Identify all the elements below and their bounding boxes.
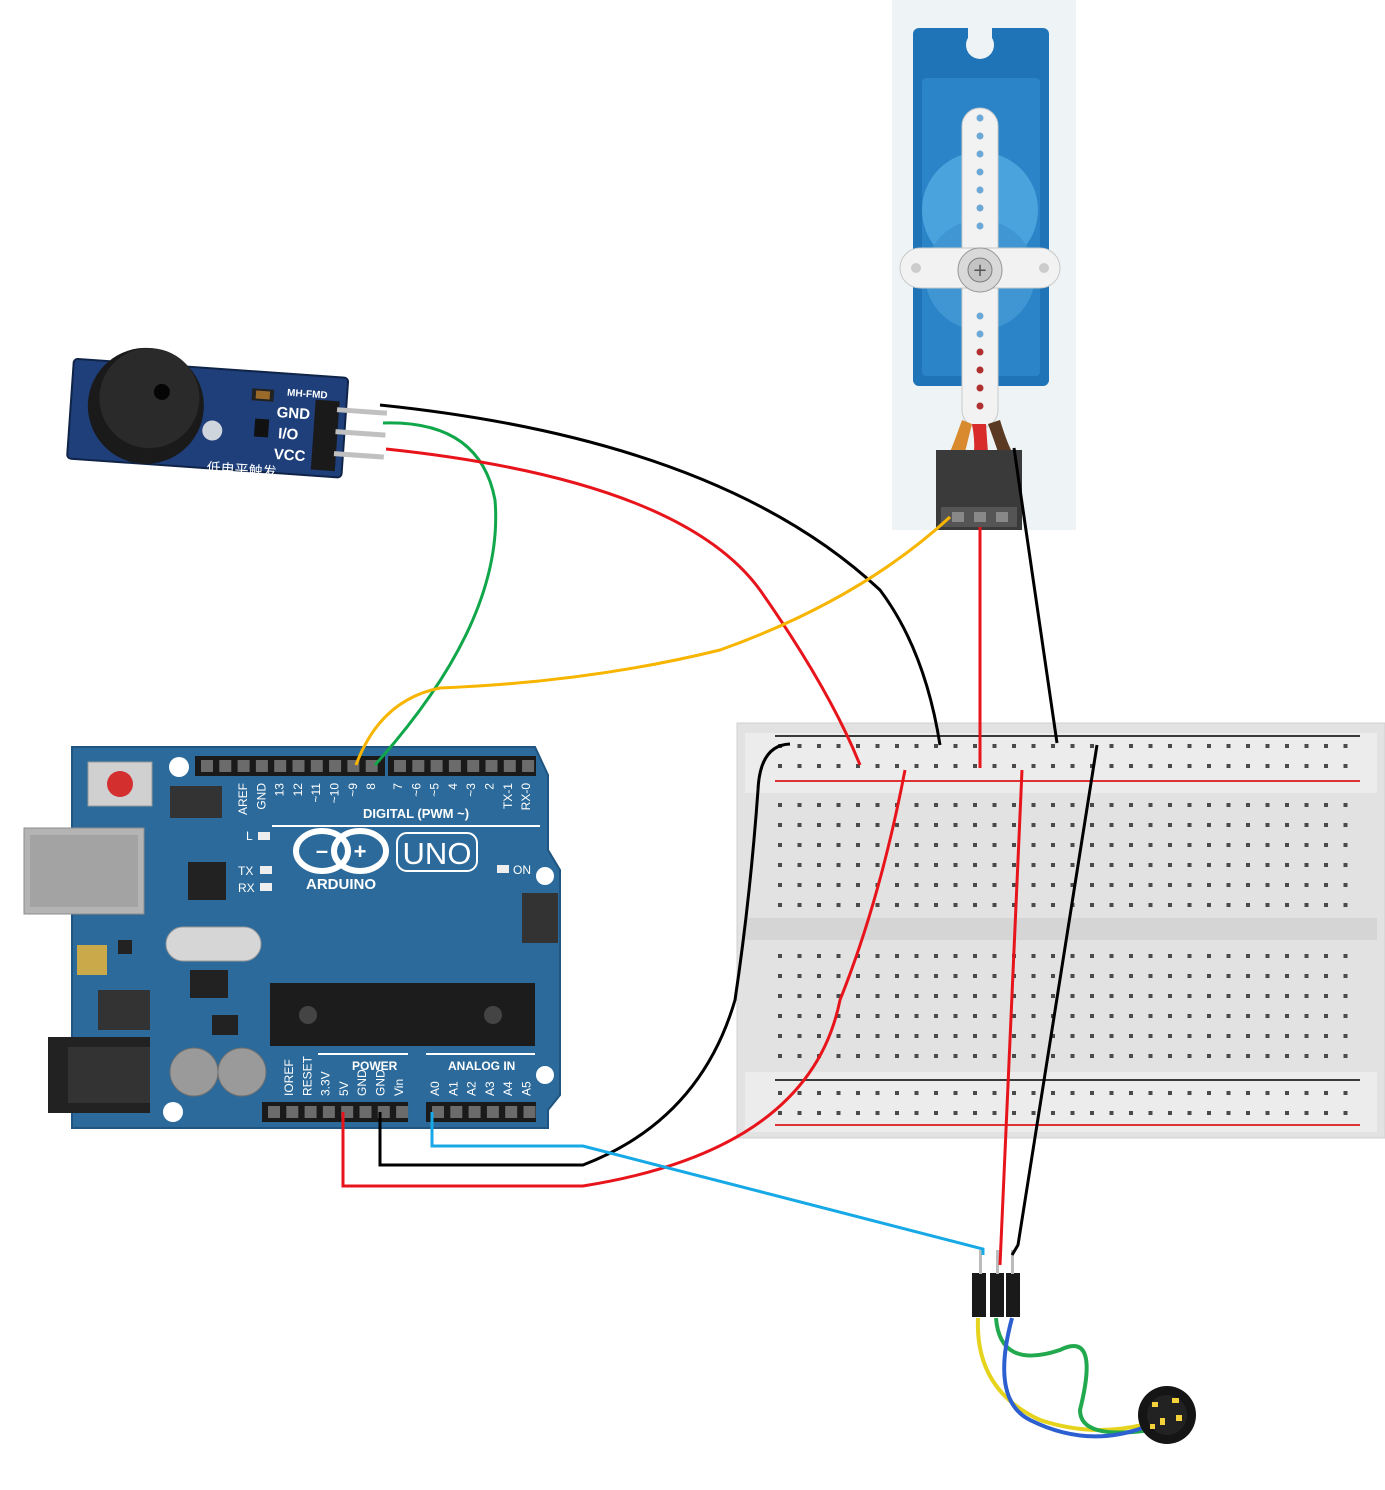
power-pin-label: GND [374,1069,388,1096]
digital-pin-label: 2 [483,783,497,790]
buzzer-caption: 低电平触发 [206,459,277,480]
digital-pin-label: 7 [391,783,405,790]
wire-arduino-a0 [430,1112,985,1255]
wire-pulse-vcc [998,769,1024,1266]
wire-arduino-gnd [378,742,791,1167]
analog-header-label: ANALOG IN [448,1059,515,1073]
arduino-pin-labels: AREF GND 13 12 ~11 ~10 ~9 8 7 ~6 ~5 4 ~3 2 TX-1 RX-0IOR… [236,783,534,1096]
digital-pin-label: AREF [236,783,250,815]
power-pin-label: GND [355,1069,369,1096]
svg-text:–: – [316,838,328,863]
digital-pin-label: RX-0 [519,783,533,811]
arduino-logo-icon: – + [293,828,389,874]
header-pin-holes [201,760,536,1118]
breadboard [736,722,1385,1139]
svg-text:+: + [354,839,367,864]
power-pin-label: Vin [392,1079,406,1096]
analog-pin-label: A2 [465,1081,479,1096]
pulse-sensor [972,1250,1196,1444]
power-pin-label: 5V [337,1081,351,1096]
wire-buzzer-vcc [385,447,862,766]
buzzer-pin-vcc-label: VCC [273,446,306,465]
digital-pin-label: 13 [273,783,287,797]
led-tx-label: TX [238,864,253,878]
arduino-uno-board: – + ARDUINO UNO L TX RX ON AREF GND 13 12 ~1… [23,746,561,1129]
digital-pin-label: 12 [291,783,305,797]
wire-pulse-gnd [1010,744,1099,1256]
analog-pin-label: A3 [483,1081,497,1096]
digital-header-label: DIGITAL (PWM ~) [363,806,469,821]
digital-pin-label: TX-1 [501,783,515,809]
digital-pin-label: 4 [446,783,460,790]
digital-pin-label: ~3 [464,783,478,797]
servo-motor: + [892,0,1076,530]
analog-pin-label: A0 [428,1081,442,1096]
digital-pin-label: GND [254,783,268,810]
wire-buzzer-gnd [379,403,942,746]
wires [341,403,1099,1266]
analog-pin-label: A4 [501,1081,515,1096]
digital-pin-label: ~10 [328,783,342,804]
buzzer-pin-gnd-label: GND [276,404,311,423]
svg-text:+: + [972,260,987,281]
wire-servo-gnd [1012,447,1059,744]
power-header-label: POWER [352,1059,398,1073]
power-pin-label: RESET [300,1055,314,1096]
buzzer-model-label: MH-FMD [287,388,328,402]
digital-pin-label: ~6 [409,783,423,797]
power-pin-label: 3.3V [319,1071,333,1096]
power-pin-label: IOREF [282,1059,296,1096]
analog-pin-label: A5 [520,1081,534,1096]
wire-buzzer-io [373,421,498,767]
digital-pin-label: ~5 [428,783,442,797]
arduino-logo-text: ARDUINO [306,876,376,893]
analog-pin-label: A1 [446,1081,460,1096]
buzzer-module: MH-FMD GND I/O VCC 低电平触发 [66,347,388,480]
digital-pin-label: 8 [364,783,378,790]
wire-servo-signal [354,515,952,766]
buzzer-pin-io-label: I/O [278,425,299,443]
digital-pin-label: ~9 [346,783,360,797]
led-rx-label: RX [238,881,255,895]
led-l-label: L [246,829,253,843]
led-on-label: ON [513,863,531,877]
arduino-model-label: UNO [403,836,472,871]
digital-pin-label: ~11 [309,783,323,803]
